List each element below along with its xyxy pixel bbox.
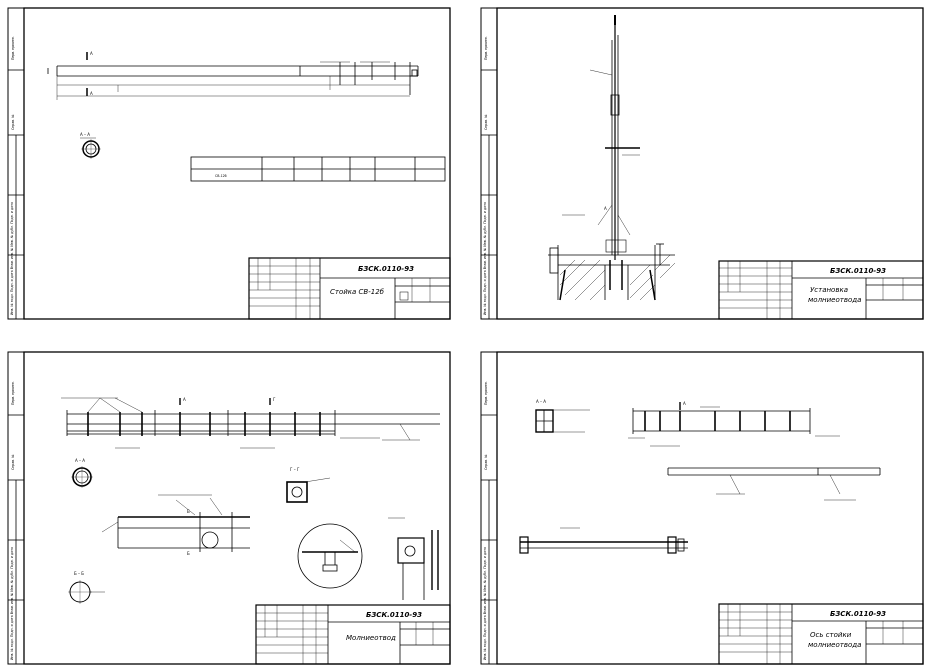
sheet-top-left: Перв. примен. Справ. № Инв. № подл. Подп…: [7, 7, 451, 320]
title-block: БЗСК.0110-93 Ось стойки молниеотвода: [718, 603, 924, 665]
drawing-title: Молниеотвод: [346, 634, 396, 642]
svg-text:А – А: А – А: [536, 399, 546, 404]
section-a-a: А – А: [535, 399, 590, 433]
lightning-rod-assembly: А Г: [61, 397, 440, 449]
svg-text:Перв. примен.: Перв. примен.: [11, 36, 15, 60]
svg-text:Б: Б: [187, 551, 190, 556]
svg-text:Инв. № подл. Подп. и дата Вз: Инв. № подл. Подп. и дата Взам. инв. № И…: [10, 202, 14, 315]
svg-text:А: А: [604, 206, 607, 211]
svg-text:А – А: А – А: [80, 132, 90, 137]
svg-text:Справ. №: Справ. №: [11, 114, 15, 130]
svg-text:А – А: А – А: [75, 458, 85, 463]
svg-text:Г: Г: [273, 397, 276, 402]
rod-elevation: [519, 527, 688, 554]
svg-text:Перв. примен.: Перв. примен.: [484, 381, 488, 405]
svg-text:СВ-12б: СВ-12б: [215, 174, 227, 178]
drawing-title: Стойка СВ-12б: [330, 288, 385, 296]
doc-code: БЗСК.0110-93: [358, 265, 414, 273]
drawing-title-line-2: молниеотвода: [808, 641, 861, 649]
drawing-frame: [496, 7, 924, 320]
svg-text:А: А: [683, 401, 686, 406]
svg-text:Г – Г: Г – Г: [290, 467, 300, 472]
detail-circle: [297, 523, 363, 589]
drawing-frame: [23, 7, 451, 320]
svg-text:Справ. №: Справ. №: [484, 114, 488, 130]
title-block: БЗСК.0110-93 Молниеотвод: [255, 604, 451, 665]
svg-text:Инв. № подл. Подп. и дата Вз: Инв. № подл. Подп. и дата Взам. инв. № И…: [483, 547, 487, 660]
axis-bar: [667, 467, 881, 501]
mast-elevation: А: [562, 15, 640, 260]
sheet-bottom-right: Перв. примен. Справ. № Инв. № подл. Подп…: [480, 351, 924, 665]
svg-text:Перв. примен.: Перв. примен.: [484, 36, 488, 60]
drawing-frame: [23, 351, 451, 665]
svg-text:А: А: [90, 51, 93, 56]
truss-elevation: А: [628, 401, 840, 447]
svg-text:Справ. №: Справ. №: [484, 454, 488, 470]
doc-code: БЗСК.0110-93: [830, 610, 886, 618]
svg-text:А: А: [183, 397, 186, 402]
sheet-top-right: Перв. примен. Справ. № Инв. № подл. Подп…: [480, 7, 924, 320]
drawing-title-line-1: Установка: [810, 286, 848, 294]
svg-text:Справ. №: Справ. №: [11, 454, 15, 470]
drawing-title-line-1: Ось стойки: [810, 631, 852, 639]
detail-joint: Б Б: [101, 494, 250, 556]
detail-clamp: [388, 517, 439, 600]
spec-table: СВ-12б: [190, 156, 446, 182]
foundation-section: [548, 243, 676, 301]
svg-text:Перв. примен.: Перв. примен.: [11, 381, 15, 405]
drawing-title-line-2: молниеотвода: [808, 296, 861, 304]
section-a-a: А – А: [71, 458, 93, 488]
drawing-frame: [496, 351, 924, 665]
cut-mark-a: А А: [86, 51, 93, 96]
svg-text:Б – Б: Б – Б: [74, 571, 84, 576]
section-b-b: Б – Б: [68, 571, 105, 604]
title-block: БЗСК.0110-93 Стойка СВ-12б: [248, 257, 451, 320]
section-g-g: Г – Г: [286, 467, 331, 503]
sheet-bottom-left: Перв. примен. Справ. № Инв. № подл. Подп…: [7, 351, 451, 665]
svg-text:Б: Б: [187, 509, 190, 514]
section-a-a: А – А: [80, 132, 101, 159]
doc-code: БЗСК.0110-93: [366, 611, 422, 619]
doc-code: БЗСК.0110-93: [830, 267, 886, 275]
svg-text:Инв. № подл. Подп. и дата Вз: Инв. № подл. Подп. и дата Взам. инв. № И…: [10, 547, 14, 660]
title-block: БЗСК.0110-93 Установка молниеотвода: [718, 260, 924, 320]
svg-text:Инв. № подл. Подп. и дата Вз: Инв. № подл. Подп. и дата Взам. инв. № И…: [483, 202, 487, 315]
column-elevation: [47, 61, 419, 100]
svg-text:А: А: [90, 91, 93, 96]
